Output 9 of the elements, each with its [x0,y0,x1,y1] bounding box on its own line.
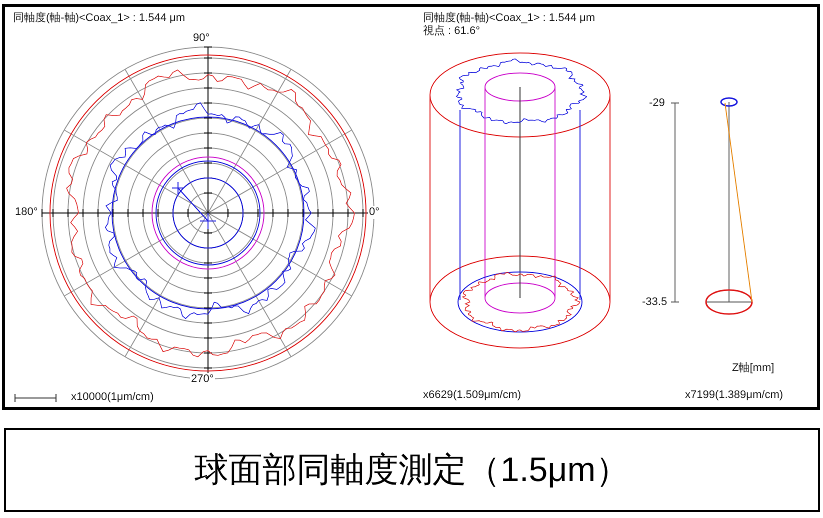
plot-label: x10000(1μm/cm) [70,391,155,404]
plot-label: x7199(1.389μm/cm) [684,389,784,402]
plot-label: x6629(1.509μm/cm) [422,389,522,402]
caption: 球面部同軸度測定（1.5μm） [194,450,630,490]
plot-label: 0° [368,206,381,219]
plot-label: 視点 : 61.6° [422,25,481,38]
plot-label: 同軸度(軸-軸)<Coax_1> : 1.544 μm [12,12,186,25]
plot-label: 同軸度(軸-軸)<Coax_1> : 1.544 μm [422,12,596,25]
plot-label: Z軸[mm] [731,362,776,375]
